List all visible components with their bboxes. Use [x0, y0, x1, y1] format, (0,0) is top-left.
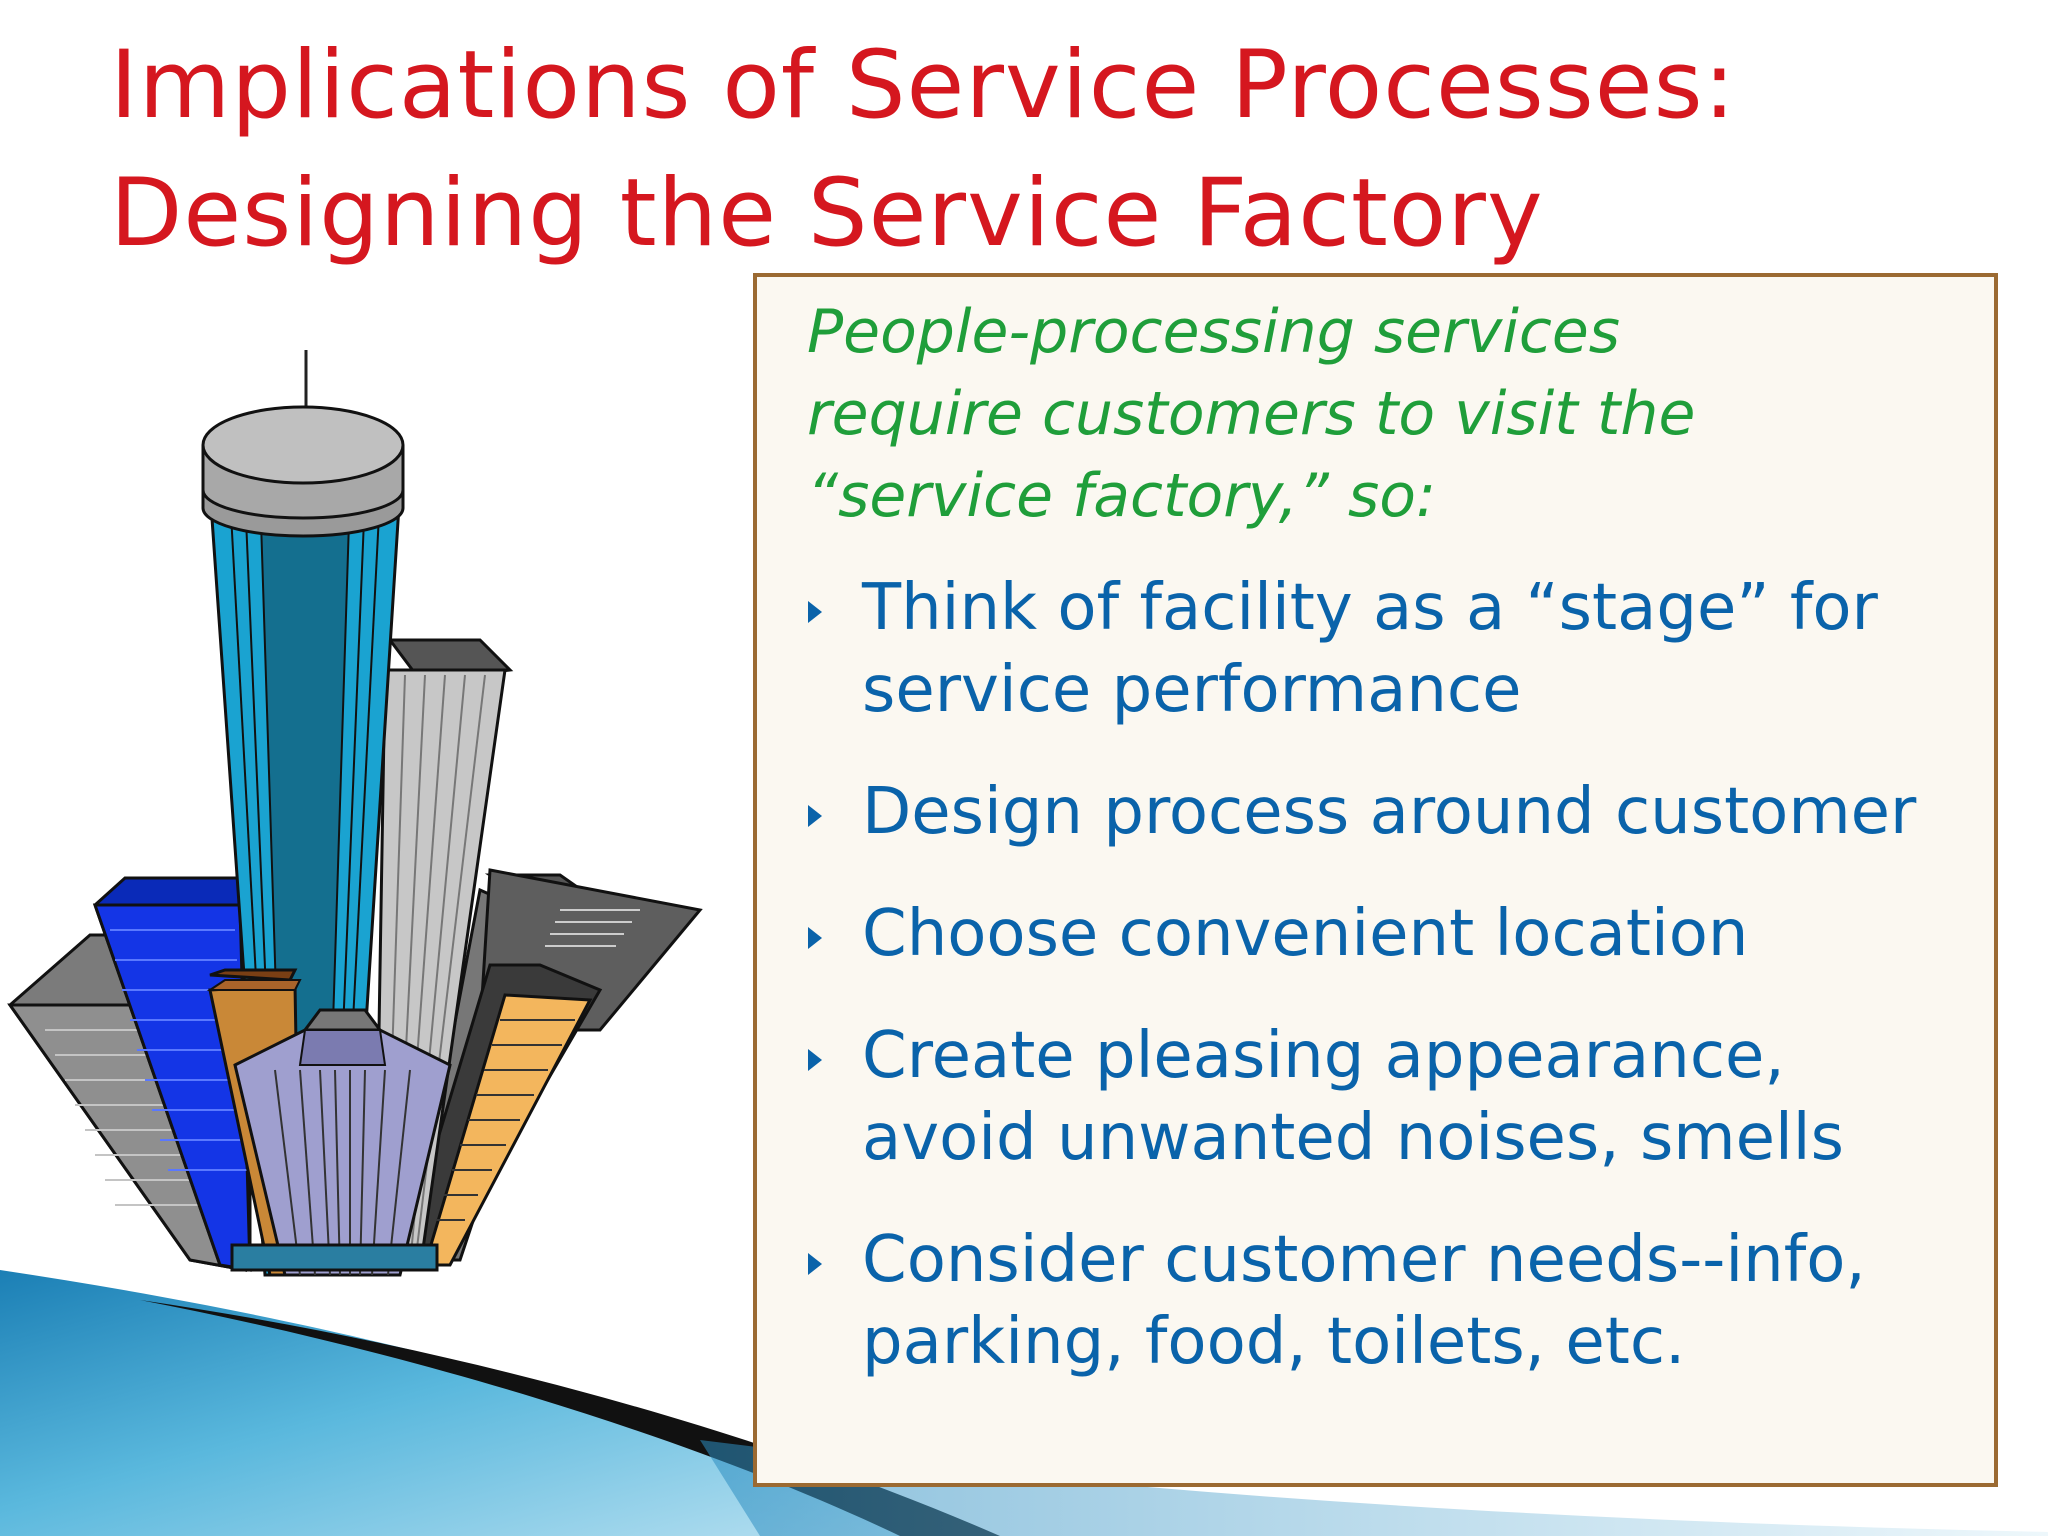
- bullet-item: Choose convenient location: [757, 893, 1997, 975]
- bullet-line: avoid unwanted noises, smells: [862, 1101, 1844, 1175]
- bullet-line: Consider customer needs--info,: [862, 1223, 1866, 1297]
- bullet-item: Design process around customer: [757, 771, 1997, 853]
- triangle-right-icon: [808, 805, 822, 827]
- bullet-line: Design process around customer: [862, 775, 1917, 849]
- bullet-line: parking, food, toilets, etc.: [862, 1305, 1686, 1379]
- slide-title: Implications of Service Processes: Desig…: [110, 22, 1930, 278]
- content-box: People-processing services require custo…: [753, 273, 1998, 1487]
- triangle-right-icon: [808, 1049, 822, 1071]
- triangle-right-icon: [808, 1253, 822, 1275]
- intro-text: People-processing services require custo…: [807, 291, 1957, 537]
- title-line-1: Implications of Service Processes:: [110, 31, 1737, 140]
- title-line-2: Designing the Service Factory: [110, 159, 1544, 268]
- bullet-item: Consider customer needs--info, parking, …: [757, 1219, 1997, 1383]
- city-skyline-illustration: [7, 350, 703, 1277]
- bullet-item: Create pleasing appearance, avoid unwant…: [757, 1015, 1997, 1179]
- intro-line-1: People-processing services: [807, 297, 1621, 367]
- bullet-item: Think of facility as a “stage” for servi…: [757, 567, 1997, 731]
- bullet-line: Choose convenient location: [862, 897, 1749, 971]
- triangle-right-icon: [808, 601, 822, 623]
- triangle-right-icon: [808, 927, 822, 949]
- bullet-line: Think of facility as a “stage” for: [862, 571, 1878, 645]
- intro-line-2: require customers to visit the: [807, 379, 1696, 449]
- bullet-line: Create pleasing appearance,: [862, 1019, 1785, 1093]
- intro-line-3: “service factory,” so:: [807, 461, 1437, 531]
- bullet-list: Think of facility as a “stage” for servi…: [757, 567, 1997, 1423]
- bullet-line: service performance: [862, 653, 1522, 727]
